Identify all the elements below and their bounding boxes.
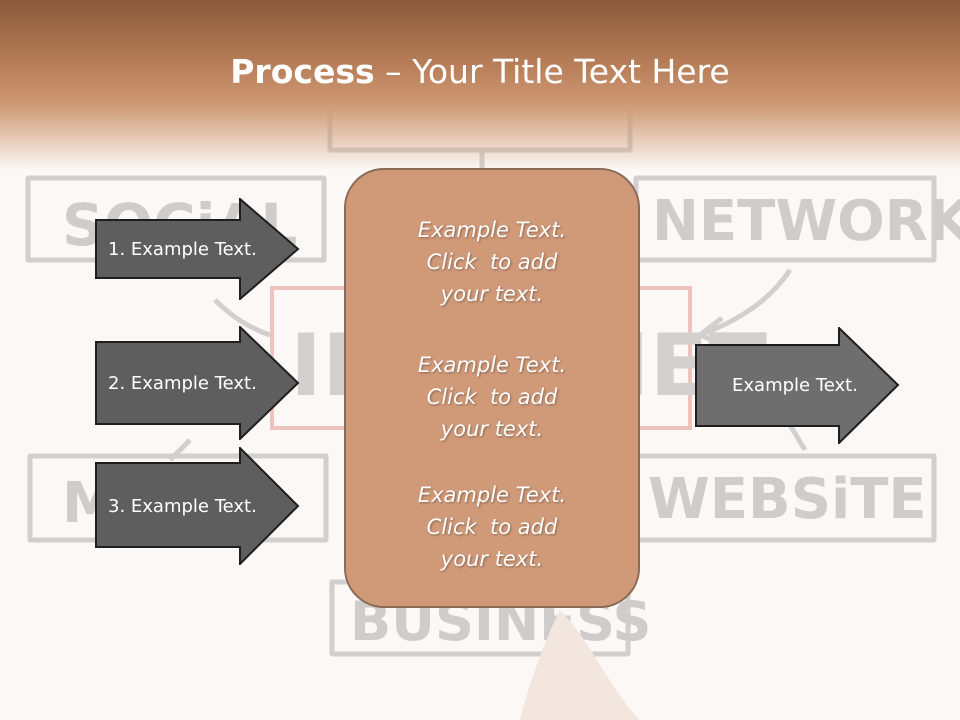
arrow-label: 3. Example Text. xyxy=(108,495,257,517)
panel-line: your text. xyxy=(440,547,544,571)
arrow-label: 2. Example Text. xyxy=(108,372,257,394)
center-text-panel[interactable]: Example Text. Click to add your text. Ex… xyxy=(344,168,640,608)
panel-line: Click to add xyxy=(426,515,558,539)
header-band xyxy=(0,0,960,170)
result-arrow[interactable]: Example Text. xyxy=(695,327,900,444)
arrow-label: 1. Example Text. xyxy=(108,238,257,260)
panel-line: Click to add xyxy=(426,385,558,409)
bg-word-network: NETWORK xyxy=(652,189,960,254)
panel-text-block-1[interactable]: Example Text. Click to add your text. xyxy=(346,214,638,310)
panel-line: Click to add xyxy=(426,250,558,274)
arrow-shape xyxy=(95,447,300,565)
process-arrow-3[interactable]: 3. Example Text. xyxy=(95,447,300,565)
slide-title: Process – Your Title Text Here xyxy=(0,52,960,91)
panel-line: Example Text. xyxy=(417,353,567,377)
title-bold: Process xyxy=(230,52,375,91)
panel-line: Example Text. xyxy=(417,483,567,507)
bg-word-website: WEBSiTE xyxy=(648,467,927,532)
panel-line: Example Text. xyxy=(417,218,567,242)
title-rest: – Your Title Text Here xyxy=(374,52,730,91)
arrow-shape xyxy=(695,327,900,444)
process-arrow-1[interactable]: 1. Example Text. xyxy=(95,198,300,300)
panel-text-block-3[interactable]: Example Text. Click to add your text. xyxy=(346,479,638,575)
arrow-label: Example Text. xyxy=(732,375,858,396)
panel-text-block-2[interactable]: Example Text. Click to add your text. xyxy=(346,349,638,445)
arrow-shape xyxy=(95,198,300,300)
panel-line: your text. xyxy=(440,282,544,306)
panel-line: your text. xyxy=(440,417,544,441)
arrow-shape xyxy=(95,326,300,440)
process-arrow-2[interactable]: 2. Example Text. xyxy=(95,326,300,440)
